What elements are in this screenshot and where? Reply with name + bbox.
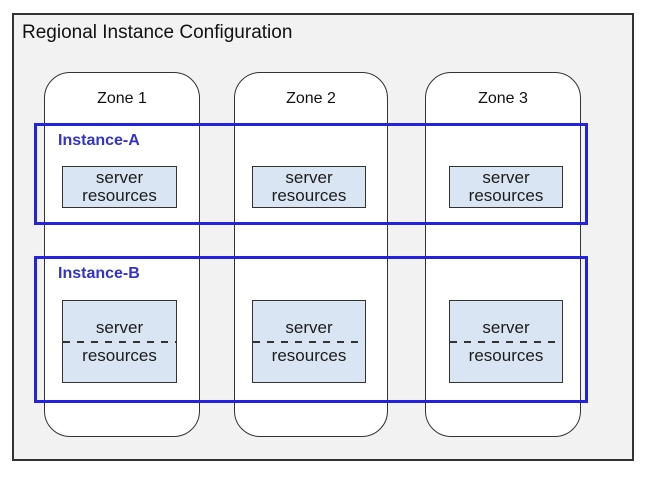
server-resources-label: resources	[271, 186, 347, 205]
server-resources-box-a1: server resources	[62, 166, 177, 208]
server-resources-box-b3: server resources	[449, 300, 563, 383]
server-resources-box-b1: server resources	[62, 300, 177, 383]
diagram-title: Regional Instance Configuration	[22, 22, 293, 43]
server-resources-label: server	[285, 168, 333, 187]
server-resources-box-b2: server resources	[252, 300, 366, 383]
server-resources-label: server	[482, 168, 530, 187]
server-resources-box-a3: server resources	[449, 166, 563, 208]
instance-a-label: Instance-A	[58, 132, 140, 149]
zone-3-label: Zone 3	[478, 90, 528, 107]
server-resources-label: server	[95, 317, 144, 337]
dashed-split-line	[253, 340, 365, 343]
server-resources-box-a2: server resources	[252, 166, 366, 208]
instance-b-label: Instance-B	[58, 265, 140, 282]
zone-2-label: Zone 2	[286, 90, 336, 107]
server-resources-label: server	[95, 168, 144, 187]
server-resources-label: server	[482, 317, 530, 337]
server-resources-label: resources	[82, 345, 157, 365]
dashed-split-line	[63, 340, 176, 343]
server-resources-label: resources	[468, 186, 544, 205]
zone-1-label: Zone 1	[97, 90, 147, 107]
instance-a-box: Instance-A server resources server resou…	[34, 123, 588, 225]
dashed-split-line	[450, 340, 562, 343]
instance-b-box: Instance-B server resources server resou…	[34, 256, 588, 403]
server-resources-label: resources	[271, 345, 347, 365]
server-resources-label: server	[285, 317, 333, 337]
server-resources-label: resources	[82, 186, 157, 205]
server-resources-label: resources	[468, 345, 544, 365]
